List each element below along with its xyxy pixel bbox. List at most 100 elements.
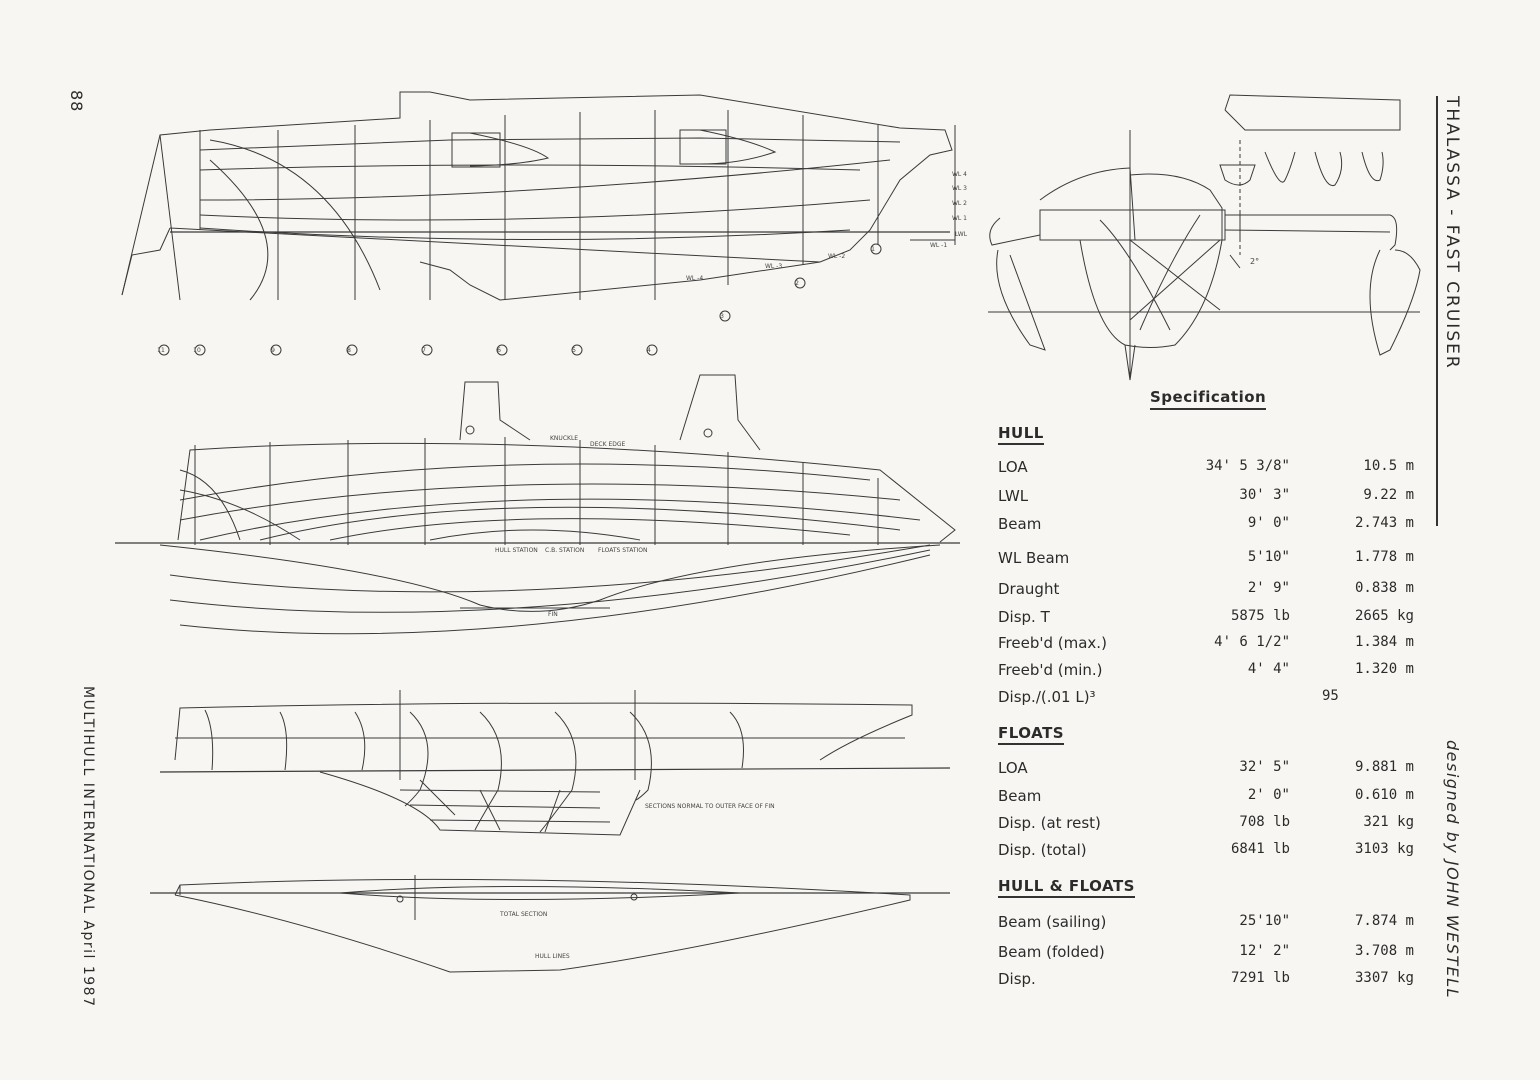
wl-label: WL -3	[765, 263, 782, 270]
spec-label: LOA	[998, 759, 1028, 777]
spec-label: Disp./(.01 L)³	[998, 688, 1096, 706]
hull-row-beam: Beam 9' 0" 2.743 m	[998, 515, 1418, 535]
spec-imperial: 5875 lb	[1230, 608, 1290, 624]
spec-imperial: 4' 6 1/2"	[1214, 634, 1290, 650]
station-label: 11	[157, 347, 165, 354]
station-label: 2	[795, 280, 799, 287]
spec-label: Freeb'd (min.)	[998, 661, 1103, 679]
spec-imperial: 4' 4"	[1247, 661, 1290, 677]
spec-label: LWL	[998, 487, 1029, 505]
spec-metric: 1.778 m	[1354, 549, 1414, 565]
body-plan-view	[988, 94, 1421, 381]
spec-imperial: 30' 3"	[1239, 487, 1290, 503]
spec-label: Beam	[998, 515, 1042, 533]
hull-floats-row-beam-sailing: Beam (sailing) 25'10" 7.874 m	[998, 913, 1418, 933]
spec-label: Disp. T	[998, 608, 1050, 626]
station-label: 1	[871, 246, 875, 253]
spec-metric: 0.838 m	[1354, 580, 1414, 596]
angle-label: 2°	[1250, 257, 1259, 266]
hull-row-freeboard-min: Freeb'd (min.) 4' 4" 1.320 m	[998, 661, 1418, 681]
spec-metric: 9.22 m	[1363, 487, 1414, 503]
wl-label: WL -1	[930, 242, 947, 249]
spec-metric: 1.384 m	[1354, 634, 1414, 650]
plan-note: HULL LINES	[535, 953, 570, 960]
hull-row-draught: Draught 2' 9" 0.838 m	[998, 580, 1418, 600]
spec-imperial: 9' 0"	[1247, 515, 1290, 531]
hull-row-loa: LOA 34' 5 3/8" 10.5 m	[998, 458, 1418, 478]
spec-imperial: 5'10"	[1247, 549, 1290, 565]
wl-label: WL 2	[952, 200, 967, 207]
station-label: 3	[720, 313, 724, 320]
spec-metric: 2665 kg	[1354, 608, 1414, 624]
plan-note: TOTAL SECTION	[499, 911, 547, 918]
station-label: 4	[647, 347, 651, 354]
spec-label: Beam (folded)	[998, 943, 1105, 961]
station-label: 5	[572, 347, 576, 354]
spec-label: WL Beam	[998, 549, 1070, 567]
station-label: 10	[193, 347, 201, 354]
plan-note: DECK EDGE	[590, 441, 626, 448]
spec-imperial: 32' 5"	[1239, 759, 1290, 775]
hull-floats-heading: HULL & FLOATS	[998, 877, 1135, 898]
half-breadth-view	[115, 374, 960, 635]
spec-label: Beam	[998, 787, 1042, 805]
wl-label: WL -2	[828, 253, 845, 260]
spec-label: Freeb'd (max.)	[998, 634, 1107, 652]
plan-note: C.B. STATION	[545, 547, 584, 554]
spec-metric: 3103 kg	[1354, 841, 1414, 857]
spec-metric: 1.320 m	[1354, 661, 1414, 677]
spec-imperial: 6841 lb	[1230, 841, 1290, 857]
spec-label: Beam (sailing)	[998, 913, 1107, 931]
spec-imperial: 12' 2"	[1239, 943, 1290, 959]
spec-label: Draught	[998, 580, 1060, 598]
floats-row-loa: LOA 32' 5" 9.881 m	[998, 759, 1418, 779]
station-label: 7	[422, 347, 426, 354]
spec-metric: 10.5 m	[1363, 458, 1414, 474]
floats-row-disp-rest: Disp. (at rest) 708 lb 321 kg	[998, 814, 1418, 834]
floats-heading: FLOATS	[998, 724, 1065, 745]
spec-imperial: 708 lb	[1239, 814, 1290, 830]
specification-title: Specification	[1150, 388, 1267, 410]
spec-imperial: 2' 0"	[1247, 787, 1290, 803]
spec-label: Disp.	[998, 970, 1036, 988]
station-label: 8	[347, 347, 351, 354]
hull-row-wl-beam: WL Beam 5'10" 1.778 m	[998, 549, 1418, 569]
hull-row-freeboard-max: Freeb'd (max.) 4' 6 1/2" 1.384 m	[998, 634, 1418, 654]
spec-metric: 3.708 m	[1354, 943, 1414, 959]
wl-label: WL 1	[952, 215, 967, 222]
spec-imperial: 34' 5 3/8"	[1205, 458, 1290, 474]
spec-metric: 0.610 m	[1354, 787, 1414, 803]
station-label: 9	[271, 347, 275, 354]
spec-metric: 321 kg	[1363, 814, 1414, 830]
spec-label: LOA	[998, 458, 1028, 476]
hull-row-lwl: LWL 30' 3" 9.22 m	[998, 487, 1418, 507]
hull-floats-row-disp: Disp. 7291 lb 3307 kg	[998, 970, 1418, 990]
floats-row-beam: Beam 2' 0" 0.610 m	[998, 787, 1418, 807]
spec-metric: 7.874 m	[1354, 913, 1414, 929]
body-sections-view	[159, 690, 951, 836]
wl-label: WL 4	[952, 171, 967, 178]
plan-note: SECTIONS NORMAL TO OUTER FACE OF FIN	[645, 803, 775, 810]
float-plan-view	[150, 875, 950, 973]
hull-row-disp: Disp. T 5875 lb 2665 kg	[998, 608, 1418, 628]
spec-metric: 3307 kg	[1354, 970, 1414, 986]
hull-row-disp-ratio: Disp./(.01 L)³ 95	[998, 688, 1418, 708]
spec-value: 95	[1322, 688, 1339, 704]
plan-note: HULL STATION	[495, 547, 538, 554]
wl-label: WL 3	[952, 185, 967, 192]
spec-imperial: 7291 lb	[1230, 970, 1290, 986]
wl-label: WL -4	[686, 275, 703, 282]
plan-note: FIN	[548, 611, 558, 618]
wl-label: LWL	[955, 231, 968, 238]
title-rule	[1436, 96, 1438, 526]
plan-note: FLOATS STATION	[598, 547, 648, 554]
spec-metric: 9.881 m	[1354, 759, 1414, 775]
floats-row-disp-total: Disp. (total) 6841 lb 3103 kg	[998, 841, 1418, 861]
profile-view	[121, 91, 956, 356]
station-label: 6	[497, 347, 501, 354]
hull-floats-row-beam-folded: Beam (folded) 12' 2" 3.708 m	[998, 943, 1418, 963]
spec-imperial: 25'10"	[1239, 913, 1290, 929]
spec-imperial: 2' 9"	[1247, 580, 1290, 596]
